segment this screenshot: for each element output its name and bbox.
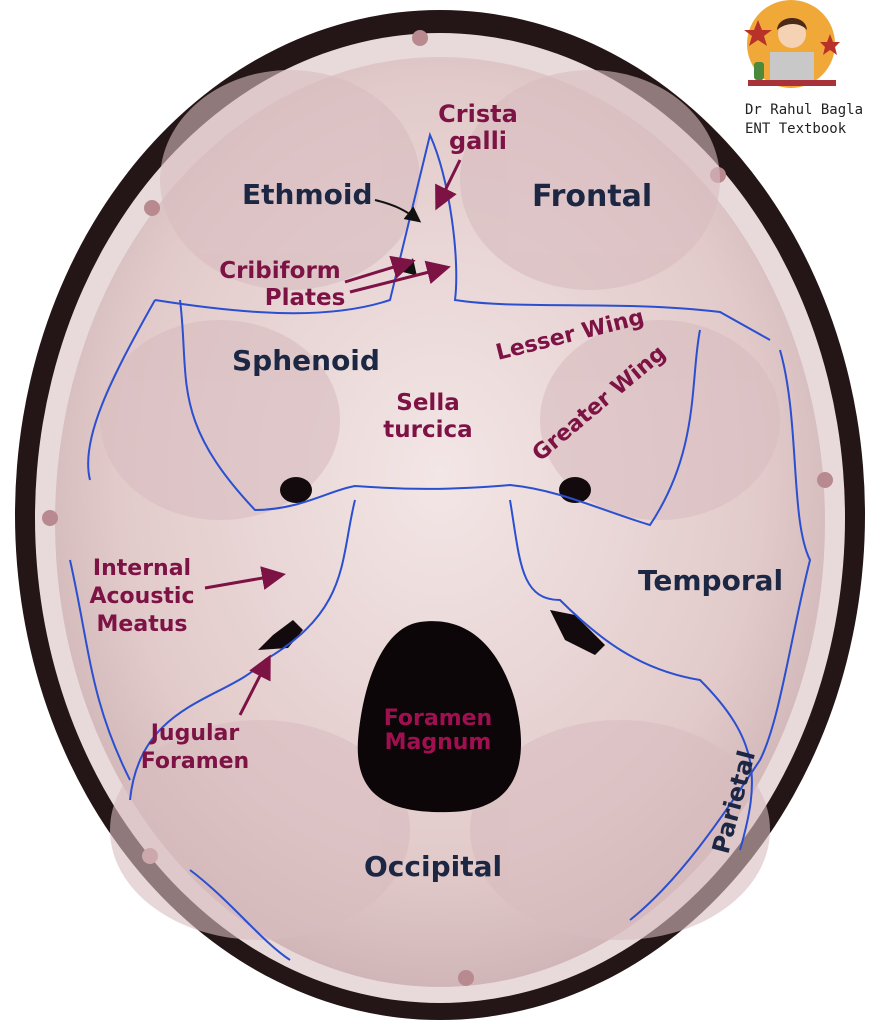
label-occipital: Occipital [364, 850, 502, 883]
pointer-arrows [204, 159, 462, 716]
label-sphenoid: Sphenoid [232, 344, 380, 377]
foramina-small [258, 477, 605, 655]
label-temporal: Temporal [638, 564, 783, 597]
label-frontal: Frontal [532, 179, 652, 214]
logo-author-name: Dr Rahul Bagla [745, 102, 864, 118]
fossae [100, 70, 780, 940]
label-ethmoid: Ethmoid [242, 178, 373, 211]
foramen-magnum [357, 621, 522, 813]
logo-book-title: ENT Textbook [745, 121, 847, 137]
author-logo [744, 0, 840, 88]
